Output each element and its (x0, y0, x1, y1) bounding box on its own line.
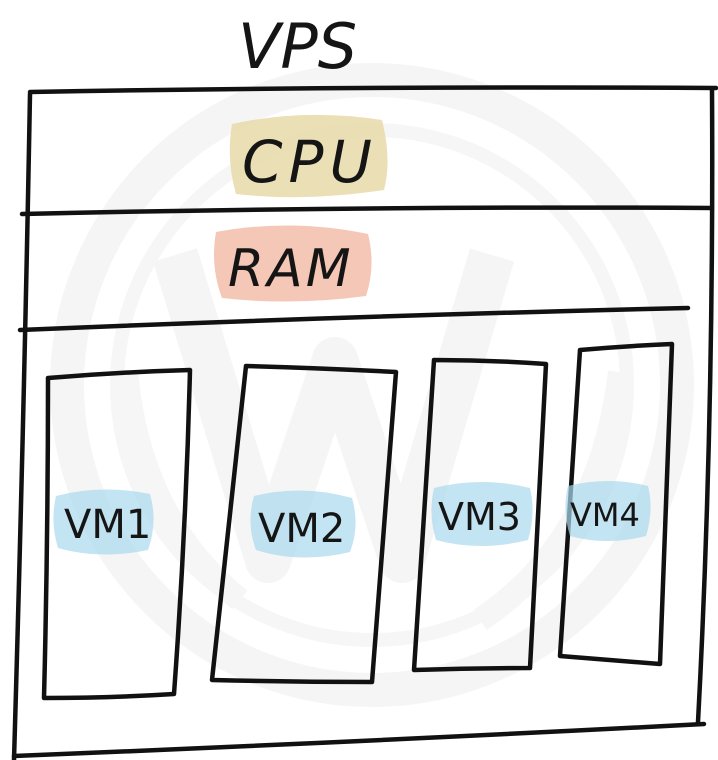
vps-box-bottom-line (11, 721, 707, 759)
vm-box-2-outline (209, 363, 399, 685)
vm-box-4: VM4 (557, 341, 675, 667)
ram-layer: RAM (17, 225, 691, 333)
ram-divider-line (17, 305, 691, 333)
watermark-left-curve (114, 370, 248, 610)
vm-box-2: VM2 (209, 363, 399, 685)
cpu-label: CPU (242, 128, 378, 196)
cpu-layer: CPU (19, 114, 715, 217)
vps-box (11, 85, 718, 760)
vps-box-top-line (27, 85, 718, 95)
watermark-outer-ring (50, 63, 694, 707)
vps-box-right-line (695, 87, 715, 725)
cpu-divider-line (19, 205, 715, 217)
vm-box-3-outline (411, 357, 549, 673)
diagram-title: VPS (238, 10, 357, 83)
vm-label-4: VM4 (570, 496, 640, 534)
vm-label-2-highlight (250, 490, 356, 558)
vm-box-3: VM3 (411, 357, 549, 673)
vm-label-1-highlight (53, 489, 154, 555)
vps-box-left-line (11, 91, 33, 760)
vm-box-1-outline (41, 367, 193, 701)
ram-highlight (214, 225, 372, 302)
ram-label: RAM (228, 239, 354, 299)
vm-box-1: VM1 (41, 367, 193, 701)
vm-label-1: VM1 (64, 502, 151, 548)
cpu-highlight (229, 114, 388, 198)
vm-label-3-highlight (431, 482, 533, 546)
vm-label-2: VM2 (258, 506, 345, 552)
vm-label-4-highlight (565, 481, 651, 541)
vm-label-3: VM3 (438, 495, 521, 539)
